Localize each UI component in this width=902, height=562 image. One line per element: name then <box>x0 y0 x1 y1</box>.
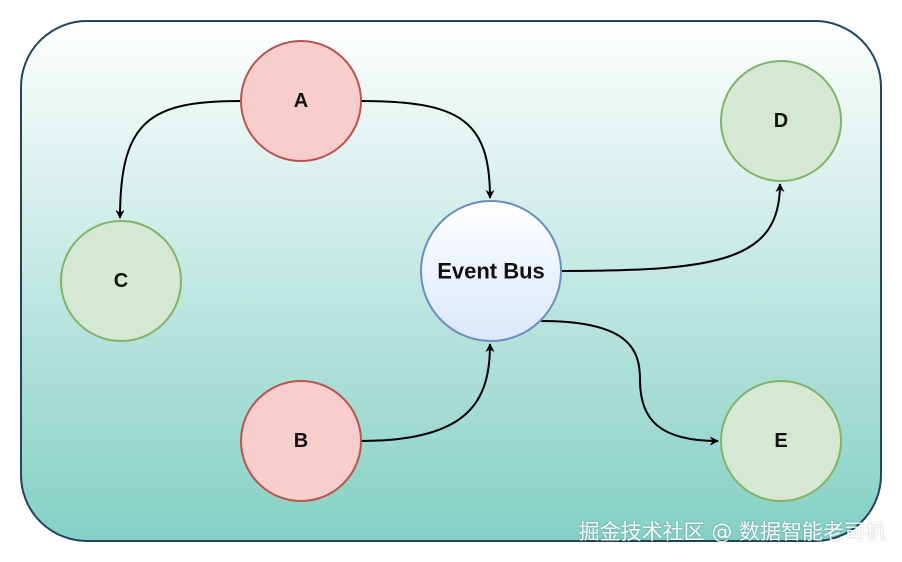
edge-a-to-c <box>115 100 242 219</box>
node-d-label: D <box>774 110 788 132</box>
node-d: D <box>720 60 842 182</box>
node-e-label: E <box>774 430 787 452</box>
edge-bus-to-d <box>561 183 785 272</box>
node-event-bus-label: Event Bus <box>437 259 545 284</box>
node-e: E <box>720 380 842 502</box>
edge-a-to-bus <box>360 100 495 199</box>
edge-b-to-bus <box>360 343 495 442</box>
node-a-label: A <box>294 90 308 112</box>
node-b: B <box>240 380 362 502</box>
node-event-bus: Event Bus <box>420 200 562 342</box>
edge-bus-to-e <box>540 320 719 446</box>
node-c: C <box>60 220 182 342</box>
node-b-label: B <box>294 430 308 452</box>
watermark-text: 掘金技术社区 @ 数据智能老司机 <box>578 520 886 544</box>
node-a: A <box>240 40 362 162</box>
node-c-label: C <box>114 270 128 292</box>
